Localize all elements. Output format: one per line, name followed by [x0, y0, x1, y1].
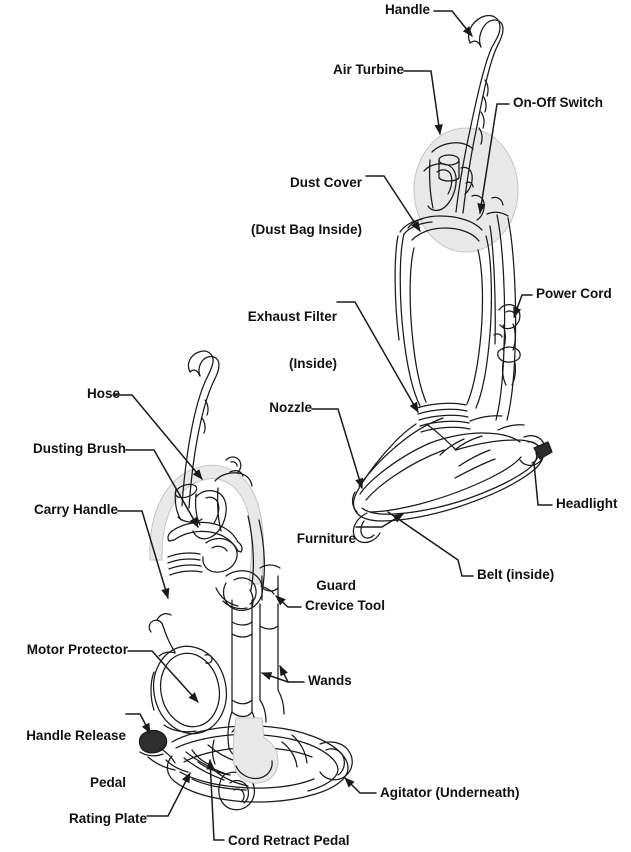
leader-motor-protector	[127, 650, 199, 703]
leader-dust-cover	[365, 175, 421, 232]
leader-carry-handle	[117, 510, 170, 600]
leader-exhaust-filter	[336, 301, 419, 413]
label-crevice-tool: Crevice Tool	[305, 598, 386, 613]
handle-shape-lower	[181, 350, 220, 509]
leader-crevice-tool	[275, 595, 302, 608]
leader-on-off-switch	[477, 103, 510, 215]
upper-housing	[423, 142, 509, 221]
nozzle-base-lower	[166, 717, 353, 811]
label-agitator: Agitator (Underneath)	[380, 785, 520, 800]
leader-wands-1	[261, 672, 305, 683]
power-cord-shape	[493, 303, 521, 386]
exhaust-filter-louvres	[416, 402, 471, 433]
label-dusting-brush: Dusting Brush	[33, 441, 126, 456]
label-exhaust-filter: Exhaust Filter (Inside)	[248, 278, 337, 387]
label-air-turbine: Air Turbine	[332, 62, 404, 77]
leader-air-turbine	[403, 70, 443, 136]
label-exhaust-filter-line1: Exhaust Filter	[247, 309, 337, 324]
label-nozzle: Nozzle	[269, 400, 312, 415]
label-dust-cover-line1: Dust Cover	[289, 175, 362, 190]
leader-lines	[112, 10, 553, 841]
label-handle: Handle	[384, 2, 430, 17]
label-rating-plate: Rating Plate	[68, 811, 147, 826]
label-dust-cover-line2: (Dust Bag Inside)	[250, 221, 362, 237]
lower-unit-head	[167, 456, 264, 611]
lower-rear-housing	[138, 613, 228, 773]
drawing-lower-vacuum	[138, 350, 353, 811]
wand-tubes	[227, 564, 285, 759]
leader-headlight	[533, 462, 553, 506]
leader-wands-2	[279, 665, 289, 683]
leader-dusting-brush	[125, 449, 199, 528]
label-carry-handle: Carry Handle	[33, 502, 118, 517]
leader-cord-retract	[206, 758, 225, 841]
leader-handle-release	[125, 713, 151, 734]
label-dust-cover: Dust Cover (Dust Bag Inside)	[251, 144, 362, 253]
label-on-off-switch: On-Off Switch	[513, 95, 603, 110]
leader-nozzle	[311, 408, 364, 490]
leader-rating-plate	[146, 772, 191, 817]
label-furniture-guard-line2: Guard	[316, 577, 356, 593]
duct-shade	[232, 717, 279, 784]
dust-cover-body	[394, 215, 493, 409]
label-handle-release-line1: Handle Release	[26, 728, 126, 743]
leader-agitator	[344, 777, 377, 794]
leader-belt	[387, 511, 474, 577]
label-cord-retract-pedal: Cord Retract Pedal	[228, 833, 350, 848]
drawing-upper-vacuum	[351, 14, 553, 544]
leader-hose	[112, 394, 203, 480]
label-furniture-guard: Furniture Guard	[297, 500, 356, 609]
label-power-cord: Power Cord	[536, 286, 612, 301]
leader-power-cord	[513, 294, 533, 318]
label-headlight: Headlight	[556, 496, 618, 511]
label-exhaust-filter-line2: (Inside)	[288, 355, 337, 371]
label-wands: Wands	[308, 673, 352, 688]
label-furniture-guard-line1: Furniture	[296, 531, 356, 546]
upper-body-column	[489, 214, 517, 421]
label-handle-release-line2: Pedal	[89, 774, 126, 790]
label-handle-release-pedal: Handle Release Pedal	[26, 697, 126, 806]
hose-shade	[149, 464, 264, 585]
leader-handle-arrow	[451, 10, 473, 37]
label-motor-protector: Motor Protector	[26, 642, 128, 657]
label-belt-inside: Belt (inside)	[477, 567, 555, 582]
nozzle-base-upper	[351, 415, 553, 544]
label-hose: Hose	[86, 386, 120, 401]
